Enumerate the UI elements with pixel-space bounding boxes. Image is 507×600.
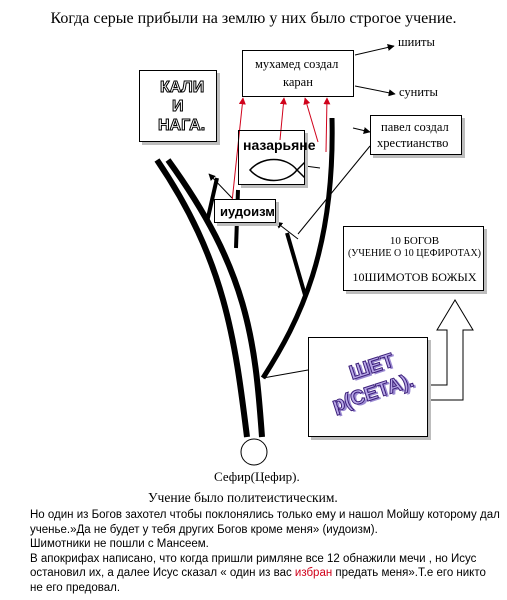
root-label: Сефир(Цефир). [214, 469, 300, 484]
gods-line-3: 10ШИМОТОВ БОЖЫХ [352, 270, 477, 284]
arrow-to-pavel [352, 127, 371, 134]
pavel-line-2: хрестианство [377, 136, 449, 150]
gods-box: 10 БОГОВ (УЧЕНИЕ О 10 ЦЕФИРОТАХ) 10ШИМОТ… [343, 226, 484, 291]
nazaryane-box: назарьяне [238, 130, 316, 185]
gods-line-1: 10 БОГОВ [389, 235, 440, 247]
pavel-box: павел создал хрестианство [370, 115, 462, 155]
nazaryane-label: назарьяне [243, 137, 316, 153]
pavel-line-1: павел создал [381, 120, 449, 134]
arrow-to-nazaryane [304, 165, 321, 169]
arrow-to-kali [208, 173, 233, 199]
muhamed-line-1: мухамед создал [255, 57, 339, 71]
red-arrow-3 [303, 97, 319, 143]
seta-box: ШЕТ р(СЕТА). [308, 337, 428, 437]
paragraph-2: Шимотники не пошли с Мансеем. [30, 538, 209, 550]
arrow-to-sunity [354, 85, 396, 97]
root-circle [240, 438, 268, 466]
highlight-word: избран [294, 567, 333, 579]
branch-small [285, 232, 307, 296]
branch-kali [205, 177, 219, 223]
trunk-right [165, 158, 265, 438]
hollow-arrow-up [427, 299, 474, 401]
body-text: Но один из Богов захотел чтобы поклоняли… [30, 508, 500, 595]
red-arrow-4 [323, 97, 331, 153]
page-title: Когда серые прибыли на землю у них было … [50, 10, 457, 27]
line-pavel-to-branch [297, 145, 371, 235]
iudaizm-label: иудоизм [220, 204, 275, 219]
paragraph-1: Но один из Богов захотел чтобы поклоняли… [30, 509, 500, 536]
muhamed-line-2: каран [283, 75, 313, 89]
muhamed-box: мухамед создал каран [242, 50, 354, 97]
arrow-to-shiity [354, 44, 395, 56]
kali-line-3: НАГА. [157, 117, 206, 135]
red-arrow-1 [231, 97, 246, 203]
sunity-label: суниты [399, 85, 438, 99]
kali-box: КАЛИ И НАГА. [139, 70, 217, 142]
arrow-to-iudaizm [275, 221, 299, 240]
branch-right [260, 117, 335, 380]
iudaizm-box: иудоизм [214, 199, 276, 223]
line-seta-to-branch [262, 369, 309, 379]
paragraph-3-start: В апокрифах написано, что когда пришли р… [30, 552, 477, 580]
kali-line-2: И [172, 98, 184, 116]
caption: Учение было политеистическим. [148, 490, 338, 505]
kali-line-1: КАЛИ [159, 79, 205, 97]
paragraph-3-end: предать меня».Т.е его никто не его предо… [30, 567, 486, 594]
gods-line-2: (УЧЕНИЕ О 10 ЦЕФИРОТАХ) [347, 248, 482, 259]
paragraph-3: В апокрифах написано, что когда пришли р… [30, 552, 500, 596]
fish-icon [249, 158, 306, 182]
trunk-left [154, 158, 250, 438]
shiity-label: шииты [398, 35, 435, 49]
red-arrow-2 [279, 97, 287, 141]
